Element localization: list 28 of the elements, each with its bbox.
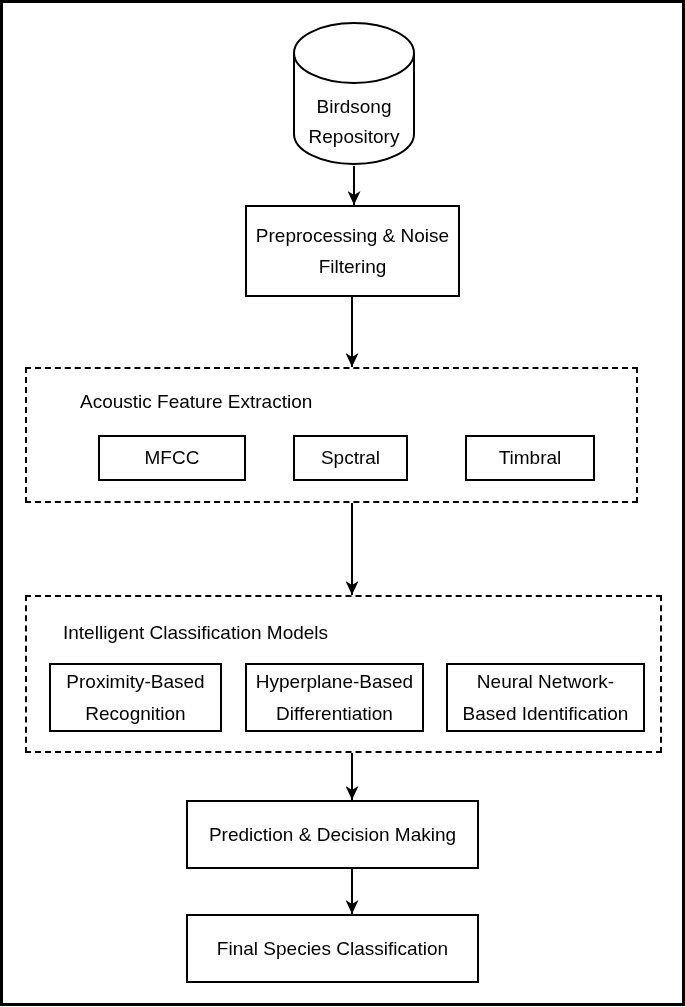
group-title: Acoustic Feature Extraction xyxy=(80,391,313,413)
node-label: Spctral xyxy=(320,447,381,469)
node-label: Birdsong Repository xyxy=(307,95,401,149)
node-label: Timbral xyxy=(498,447,562,469)
node-label: Proximity-Based Recognition xyxy=(65,669,206,726)
arrow xyxy=(345,296,359,368)
node-label: Final Species Classification xyxy=(216,937,449,960)
process-box xyxy=(245,663,424,732)
process-box xyxy=(446,663,645,732)
process-box xyxy=(98,435,246,481)
process-box xyxy=(465,435,595,481)
arrow xyxy=(345,868,359,915)
process-box xyxy=(293,435,408,481)
node-label: Preprocessing & Noise Filtering xyxy=(254,224,451,279)
process-box xyxy=(186,800,479,869)
node-label: Prediction & Decision Making xyxy=(208,823,457,846)
dashed-group xyxy=(25,367,638,503)
arrow xyxy=(347,165,361,206)
node-label: MFCC xyxy=(144,447,200,469)
node-label: Hyperplane-Based Differentiation xyxy=(254,669,415,726)
arrow xyxy=(345,502,359,596)
dashed-group xyxy=(25,595,662,753)
process-box xyxy=(186,914,479,983)
arrow xyxy=(345,752,359,801)
node-label: Neural Network-Based Identification xyxy=(461,669,630,726)
process-box xyxy=(245,205,460,297)
group-title: Intelligent Classification Models xyxy=(63,622,329,644)
process-box xyxy=(49,663,222,732)
